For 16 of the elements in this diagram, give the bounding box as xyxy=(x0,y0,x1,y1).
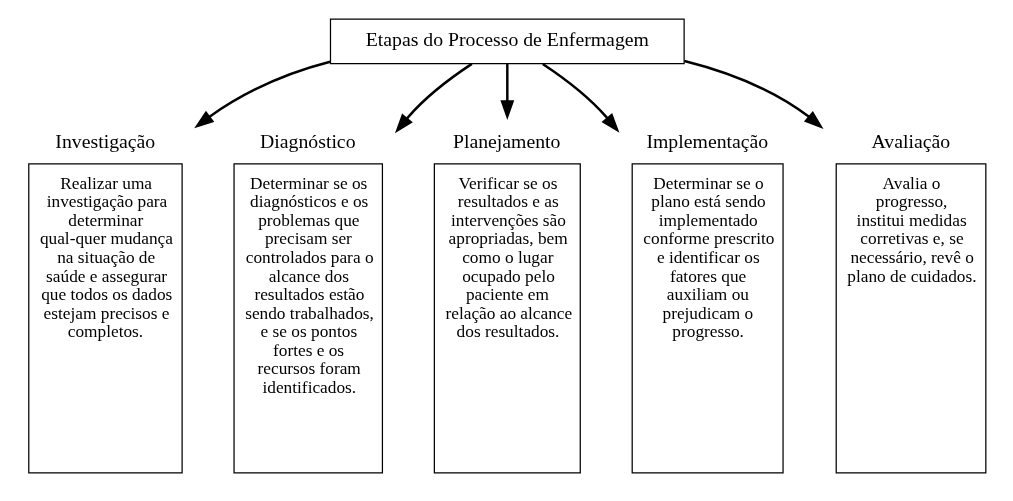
node-label: Planejamento xyxy=(452,129,560,151)
node-label: Diagnóstico xyxy=(259,129,356,151)
arrow xyxy=(394,62,473,133)
arrow xyxy=(499,63,514,120)
node-box: Determinar se o plano está sendo implementado conforme prescrito e identificar os fatores que auxiliam ou prejudicam o progresso. xyxy=(631,162,784,474)
node-box: Etapas do Processo de Enfermagem xyxy=(329,18,685,64)
node-box: Avalia o progresso, institui medidas corretivas e, se necessário, revê o plano de cuidados. xyxy=(835,162,986,474)
arrow xyxy=(683,59,824,129)
node-label: Implementação xyxy=(645,129,768,151)
node-box: Realizar uma investigação para determinar qual-quer mudança na situação de saúde e assegurar que todos os dados estejam precisos e completos. xyxy=(27,162,183,474)
node-box: Verificar se os resultados e as intervenções são apropriadas, bem como o lugar ocupado pelo paciente em relação ao alcance dos resultados. xyxy=(433,162,581,474)
arrow xyxy=(193,60,330,128)
arrow xyxy=(541,62,619,133)
node-label: Avaliação xyxy=(870,129,950,151)
node-box: Determinar se os diagnósticos e os problemas que precisam ser controlados para o alcance dos resultados estão sendo trabalhados, e se os pontos fortes e os recursos foram identificados. xyxy=(232,162,383,474)
node-label: Investigação xyxy=(54,129,155,151)
